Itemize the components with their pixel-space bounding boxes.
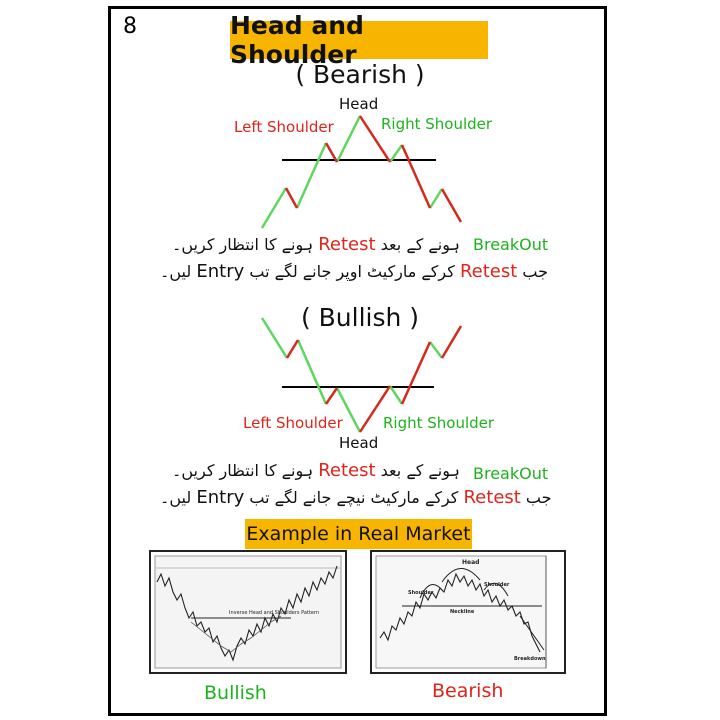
bearish-line2-start: جب (522, 262, 548, 281)
bearish-line2-end: لیں۔ (160, 262, 192, 281)
bearish-head-label: Head (339, 95, 379, 113)
bearish-example-breakdown-label: Breakdown (514, 656, 546, 662)
bearish-urdu-line-1: ہونے کے بعد Retest ہونے کا انتظار کریں۔ (172, 234, 466, 255)
bearish-line2-mid: کرکے مارکیٹ اوپر جانے لگے تب (249, 262, 455, 281)
bullish-line2-retest: Retest (463, 487, 521, 508)
bullish-line2-mid: کرکے مارکیٹ نیچے جانے لگے تب (249, 488, 459, 507)
bearish-fall-1 (284, 187, 299, 209)
bearish-line1-before: ہونے کے بعد (380, 235, 460, 254)
bearish-line1-after: ہونے کا انتظار کریں۔ (172, 235, 314, 254)
bullish-urdu-line-1: ہونے کے بعد Retest ہونے کا انتظار کریں۔ (172, 460, 466, 481)
bearish-example-head-label: Head (462, 559, 479, 566)
bullish-fall-3 (335, 387, 362, 433)
bullish-example-label: Bullish (204, 682, 267, 704)
bearish-example-label: Bearish (432, 680, 504, 702)
bearish-rise-3 (335, 115, 362, 163)
bullish-line2-end: لیں۔ (160, 488, 192, 507)
bullish-rise-5 (440, 325, 463, 359)
bullish-rise-2 (324, 387, 339, 405)
bearish-fall-5 (440, 188, 463, 223)
bearish-rise-5 (428, 188, 444, 209)
bearish-example-neckline-label: Neckline (450, 609, 475, 615)
bearish-example-shoulder-left: Shoulder (408, 590, 434, 596)
bullish-line1-after: ہونے کا انتظار کریں۔ (172, 461, 314, 480)
bearish-example-price (379, 572, 541, 653)
bullish-example-plot: Inverse Head and Shoulders Pattern (154, 555, 342, 669)
bearish-heading: ( Bearish ) (295, 60, 425, 89)
bullish-heading: ( Bullish ) (300, 303, 420, 332)
bearish-example-chart: Head Shoulder Shoulder Neckline Breakdow… (370, 550, 566, 674)
bearish-line2-entry: Entry (196, 261, 245, 282)
bearish-example-plot: Head Shoulder Shoulder Neckline Breakdow… (375, 555, 547, 669)
bearish-rise-1 (260, 187, 288, 229)
example-heading: Example in Real Market (245, 519, 472, 549)
bullish-urdu-line-2: جب Retest کرکے مارکیٹ نیچے جانے لگے تب E… (160, 487, 556, 508)
bullish-head-label: Head (339, 434, 379, 452)
bullish-line2-start: جب (525, 488, 552, 507)
bearish-rise-2 (295, 142, 328, 209)
bearish-line1-retest: Retest (318, 234, 376, 255)
bullish-left-shoulder-label: Left Shoulder (243, 414, 343, 432)
bullish-fall-2 (296, 339, 328, 405)
bullish-fall-1 (260, 317, 289, 359)
bearish-rise-4 (388, 144, 404, 163)
bullish-line1-before: ہونے کے بعد (380, 461, 460, 480)
bullish-line2-entry: Entry (196, 487, 245, 508)
bullish-rise-1 (285, 339, 300, 359)
bullish-right-shoulder-label: Right Shoulder (383, 414, 495, 432)
bearish-fall-2 (324, 142, 339, 163)
bullish-breakout-label: BreakOut (473, 464, 549, 483)
bullish-example-chart-caption: Inverse Head and Shoulders Pattern (229, 610, 319, 616)
bullish-example-chart: Inverse Head and Shoulders Pattern (149, 550, 347, 674)
bullish-rise-3 (358, 385, 392, 433)
bearish-right-shoulder-label: Right Shoulder (381, 115, 493, 133)
bullish-example-price (156, 565, 338, 662)
bearish-fall-3 (358, 115, 392, 163)
bullish-rise-4 (400, 341, 432, 405)
bearish-left-shoulder-label: Left Shoulder (234, 118, 334, 136)
bullish-fall-4 (388, 385, 404, 405)
page-number: 8 (123, 14, 137, 39)
bearish-example-shoulder-right: Shoulder (484, 582, 510, 588)
bearish-fall-4 (400, 144, 432, 209)
bearish-line2-retest: Retest (459, 261, 518, 282)
bullish-line1-retest: Retest (318, 460, 376, 481)
bearish-urdu-line-2: جب Retest کرکے مارکیٹ اوپر جانے لگے تب E… (160, 261, 556, 282)
bullish-fall-5 (429, 341, 443, 359)
bearish-breakout-label: BreakOut (473, 235, 549, 254)
